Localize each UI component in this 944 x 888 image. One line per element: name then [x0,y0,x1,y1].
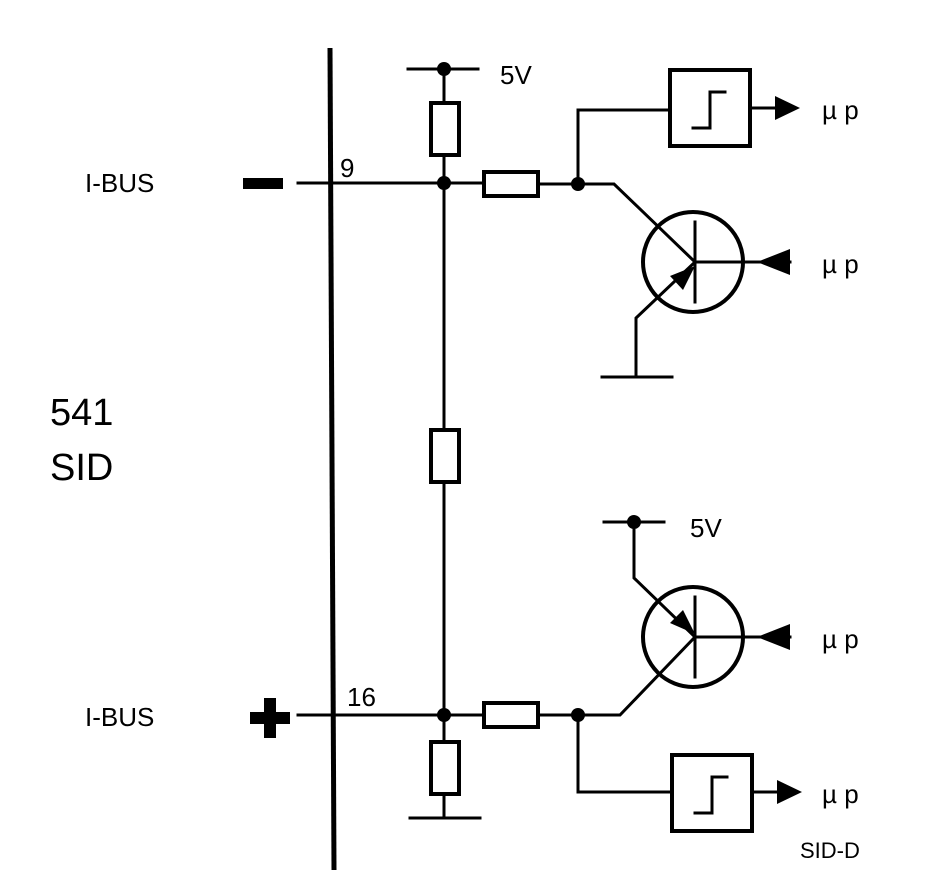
module-number: 541 [50,392,113,434]
connector-boundary-line [327,47,337,871]
series-resistor-top [482,170,540,198]
comparator-bottom-wire [576,713,674,794]
series-resistor-bottom [482,701,540,729]
pullup-resistor [429,101,461,157]
transistor-top-collector [576,182,698,265]
transistor-bottom-collector [576,634,698,717]
transistor-bottom-emitter-arrow [670,610,695,634]
mp-in-top-label: µ p [822,249,859,279]
arrow-out-top [775,96,800,120]
mp-in-bottom-label: µ p [822,624,859,654]
mp-out-bottom-label: µ p [822,779,859,809]
arrow-in-bottom [757,624,790,650]
schmitt-trigger-bottom [670,753,754,833]
minus-symbol [243,178,283,189]
comparator-top-wire [576,108,672,186]
supply-top-label: 5V [500,60,532,90]
plus-symbol-v [264,698,276,738]
pulldown-resistor [429,740,461,796]
schmitt-bottom-symbol [693,775,729,815]
pin-16-label: 16 [347,682,376,712]
supply-bottom-label: 5V [690,513,722,543]
transistor-top-emitter-arrow [670,266,695,290]
figure-code: SID-D [800,838,860,863]
mp-out-top-label: µ p [822,95,859,125]
transistor-bottom-emitter [632,520,698,640]
ibus-minus-label: I-BUS [85,168,154,198]
module-name: SID [50,447,113,489]
pin-9-label: 9 [340,153,354,183]
ibus-plus-label: I-BUS [85,702,154,732]
arrow-out-bottom [777,780,802,804]
schmitt-top-symbol [691,90,727,130]
middle-resistor [429,428,461,484]
arrow-in-top [757,249,790,275]
